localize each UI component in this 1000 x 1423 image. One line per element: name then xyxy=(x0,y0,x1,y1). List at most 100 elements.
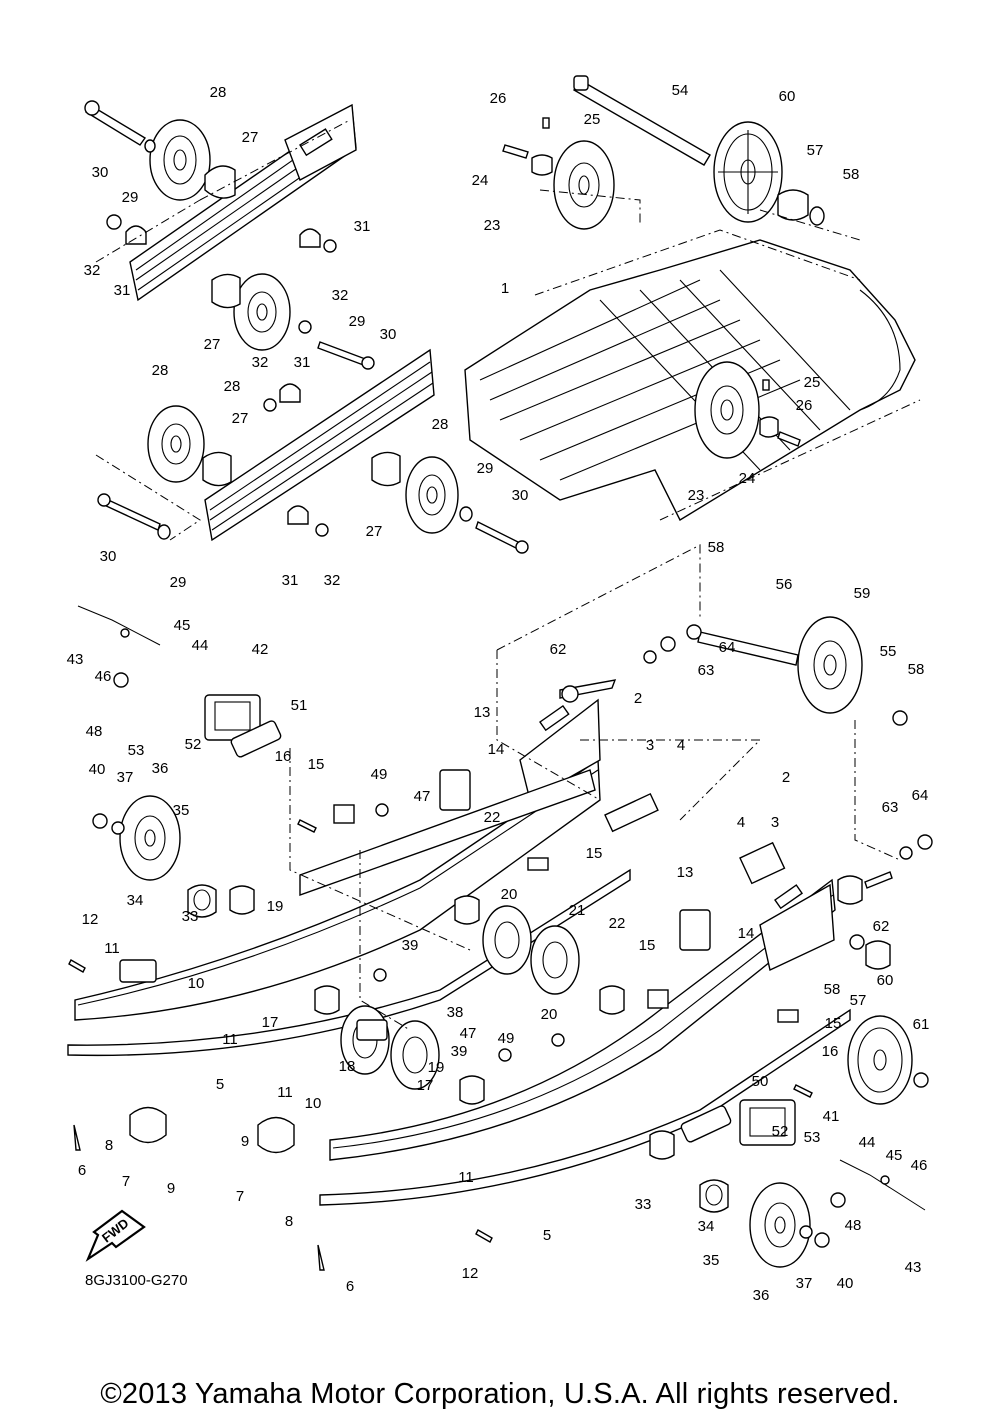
callout-14: 14 xyxy=(488,741,505,758)
callout-12: 12 xyxy=(82,911,99,928)
callout-55: 55 xyxy=(880,643,897,660)
callout-3: 3 xyxy=(646,737,654,754)
callout-10: 10 xyxy=(305,1095,322,1112)
callout-57: 57 xyxy=(850,992,867,1009)
callout-3: 3 xyxy=(771,814,779,831)
callout-32: 32 xyxy=(332,287,349,304)
small-fasteners xyxy=(68,605,933,1271)
callout-31: 31 xyxy=(282,572,299,589)
callout-1: 1 xyxy=(501,280,509,297)
callout-33: 33 xyxy=(182,908,199,925)
callout-37: 37 xyxy=(117,769,134,786)
callout-30: 30 xyxy=(380,326,397,343)
callout-49: 49 xyxy=(371,766,388,783)
callout-26: 26 xyxy=(796,397,813,414)
callout-7: 7 xyxy=(122,1173,130,1190)
callout-35: 35 xyxy=(703,1252,720,1269)
copyright-notice: ©2013 Yamaha Motor Corporation, U.S.A. A… xyxy=(100,1378,900,1410)
callout-60: 60 xyxy=(779,88,796,105)
callout-28: 28 xyxy=(152,362,169,379)
callout-43: 43 xyxy=(905,1259,922,1276)
callout-58: 58 xyxy=(843,166,860,183)
callout-58: 58 xyxy=(708,539,725,556)
callout-38: 38 xyxy=(447,1004,464,1021)
callout-5: 5 xyxy=(216,1076,224,1093)
callout-11: 11 xyxy=(104,940,120,957)
callout-39: 39 xyxy=(402,937,419,954)
callout-6: 6 xyxy=(78,1162,86,1179)
callout-47: 47 xyxy=(460,1025,477,1042)
callout-47: 47 xyxy=(414,788,431,805)
callout-62: 62 xyxy=(550,641,567,658)
callout-22: 22 xyxy=(609,915,626,932)
callout-13: 13 xyxy=(677,864,694,881)
callout-51: 51 xyxy=(291,697,308,714)
callout-27: 27 xyxy=(242,129,259,146)
callout-29: 29 xyxy=(477,460,494,477)
callout-31: 31 xyxy=(354,218,371,235)
callout-9: 9 xyxy=(241,1133,249,1150)
callout-20: 20 xyxy=(501,886,518,903)
slide-rail-assembly-right xyxy=(319,878,851,1206)
callout-57: 57 xyxy=(807,142,824,159)
callout-44: 44 xyxy=(192,637,209,654)
middle-left-rail-assembly xyxy=(95,348,529,554)
callout-40: 40 xyxy=(837,1275,854,1292)
callout-48: 48 xyxy=(845,1217,862,1234)
callout-28: 28 xyxy=(224,378,241,395)
callout-23: 23 xyxy=(688,487,705,504)
brackets-and-blocks xyxy=(119,694,799,1154)
callout-27: 27 xyxy=(204,336,221,353)
callout-50: 50 xyxy=(752,1073,769,1090)
callout-11: 11 xyxy=(277,1084,293,1101)
callout-23: 23 xyxy=(484,217,501,234)
callout-48: 48 xyxy=(86,723,103,740)
rear-axle-wheels xyxy=(502,75,861,459)
callout-6: 6 xyxy=(346,1278,354,1295)
callout-7: 7 xyxy=(236,1188,244,1205)
callout-25: 25 xyxy=(804,374,821,391)
callout-27: 27 xyxy=(366,523,383,540)
callout-37: 37 xyxy=(796,1275,813,1292)
callout-56: 56 xyxy=(776,576,793,593)
callout-26: 26 xyxy=(490,90,507,107)
callout-61: 61 xyxy=(913,1016,930,1033)
callout-41: 41 xyxy=(823,1108,840,1125)
callout-15: 15 xyxy=(825,1015,842,1032)
fwd-arrow-icon: FWD xyxy=(85,1209,146,1262)
callout-64: 64 xyxy=(912,787,929,804)
callout-34: 34 xyxy=(698,1218,715,1235)
callout-30: 30 xyxy=(512,487,529,504)
callout-32: 32 xyxy=(324,572,341,589)
callout-36: 36 xyxy=(152,760,169,777)
callout-52: 52 xyxy=(185,736,202,753)
callout-2: 2 xyxy=(782,769,790,786)
callout-11: 11 xyxy=(222,1031,238,1048)
callout-21: 21 xyxy=(569,902,586,919)
callout-4: 4 xyxy=(737,814,745,831)
callout-16: 16 xyxy=(822,1043,839,1060)
callout-42: 42 xyxy=(252,641,269,658)
callout-58: 58 xyxy=(908,661,925,678)
callout-8: 8 xyxy=(285,1213,293,1230)
callout-53: 53 xyxy=(804,1129,821,1146)
callout-10: 10 xyxy=(188,975,205,992)
callout-8: 8 xyxy=(105,1137,113,1154)
callout-31: 31 xyxy=(294,354,311,371)
drawing-code: 8GJ3100-G270 xyxy=(85,1272,188,1289)
callout-32: 32 xyxy=(84,262,101,279)
track-belt xyxy=(464,229,921,521)
callout-16: 16 xyxy=(275,748,292,765)
callout-5: 5 xyxy=(543,1227,551,1244)
callout-62: 62 xyxy=(873,918,890,935)
callout-34: 34 xyxy=(127,892,144,909)
callout-31: 31 xyxy=(114,282,131,299)
callout-39: 39 xyxy=(451,1043,468,1060)
callout-20: 20 xyxy=(541,1006,558,1023)
callout-30: 30 xyxy=(92,164,109,181)
callout-53: 53 xyxy=(128,742,145,759)
callout-27: 27 xyxy=(232,410,249,427)
callout-15: 15 xyxy=(639,937,656,954)
callout-18: 18 xyxy=(339,1058,356,1075)
